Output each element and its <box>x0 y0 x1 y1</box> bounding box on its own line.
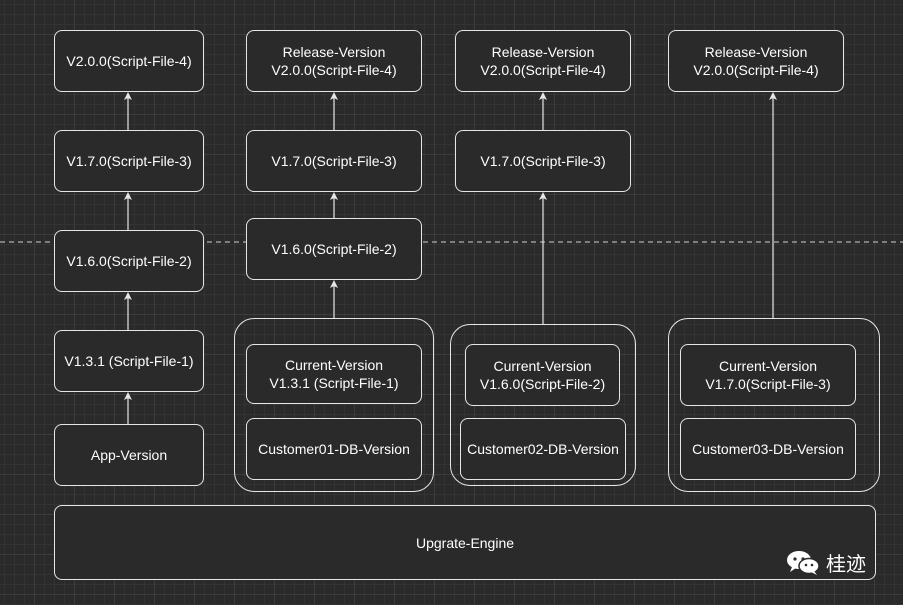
app-v160-box: V1.6.0(Script-File-2) <box>54 230 204 292</box>
watermark: 桂迹 <box>786 548 866 577</box>
upgrade-engine-box: Upgrate-Engine <box>54 505 876 580</box>
c1-db-version-box: Customer01-DB-Version <box>246 418 422 480</box>
wechat-icon <box>786 550 820 576</box>
app-v200-box: V2.0.0(Script-File-4) <box>54 30 204 92</box>
c2-v170-box: V1.7.0(Script-File-3) <box>455 130 631 192</box>
c2-release-box: Release-Version V2.0.0(Script-File-4) <box>455 30 631 92</box>
c1-current-version-box: Current-Version V1.3.1 (Script-File-1) <box>246 344 422 404</box>
c1-v170-box: V1.7.0(Script-File-3) <box>246 130 422 192</box>
app-v170-box: V1.7.0(Script-File-3) <box>54 130 204 192</box>
c2-db-version-box: Customer02-DB-Version <box>460 418 626 480</box>
c1-v160-box: V1.6.0(Script-File-2) <box>246 218 422 280</box>
c3-db-version-box: Customer03-DB-Version <box>680 418 856 480</box>
c1-release-box: Release-Version V2.0.0(Script-File-4) <box>246 30 422 92</box>
customer03-group <box>668 318 880 492</box>
c3-current-version-box: Current-Version V1.7.0(Script-File-3) <box>680 344 856 406</box>
c3-release-box: Release-Version V2.0.0(Script-File-4) <box>668 30 844 92</box>
app-v131-box: V1.3.1 (Script-File-1) <box>54 330 204 392</box>
watermark-text: 桂迹 <box>826 554 866 576</box>
app-version-box: App-Version <box>54 424 204 486</box>
customer02-group <box>450 324 636 486</box>
c2-current-version-box: Current-Version V1.6.0(Script-File-2) <box>465 344 620 406</box>
customer01-group <box>234 318 434 492</box>
